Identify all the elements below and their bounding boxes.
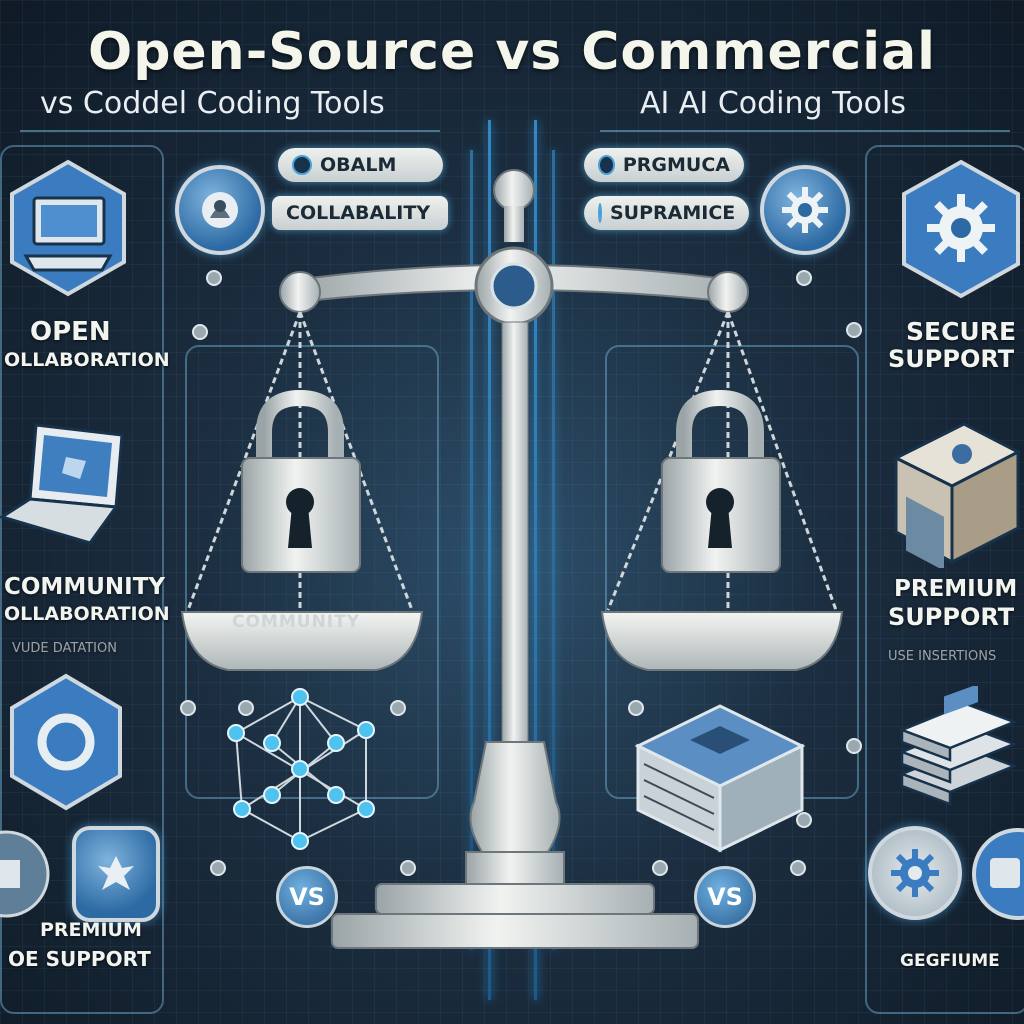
right-frame — [865, 145, 1024, 1014]
page-title: Open-Source vs Commercial — [87, 22, 936, 82]
premium-box-icon — [892, 422, 1022, 568]
connector-node — [400, 860, 416, 876]
glow-beam — [552, 150, 555, 950]
pill-dot-icon — [598, 203, 602, 223]
label-community: COMMUNITY — [4, 574, 166, 600]
label-small-right: USE INSERTIONS — [888, 649, 997, 664]
connector-node — [210, 860, 226, 876]
pill-collabality: COLLABALITY — [272, 196, 448, 230]
glow-beam — [488, 120, 491, 1000]
figure-badge-icon — [72, 826, 160, 922]
shield-badge-icon — [972, 828, 1024, 920]
glow-beam — [534, 120, 537, 1000]
monitor-hex-icon — [10, 159, 126, 297]
label-small-left: VUDE DATATION — [12, 641, 117, 656]
connector-node — [796, 812, 812, 828]
pill-supramice-label: SUPRAMICE — [610, 202, 736, 224]
hex-ring-icon — [10, 673, 122, 811]
pill-collabality-label: COLLABALITY — [286, 202, 431, 224]
connector-node — [180, 700, 196, 716]
pan-label-community: COMMUNITY — [232, 612, 361, 632]
gear-badge-icon — [0, 830, 50, 918]
secure-hex-icon — [902, 159, 1020, 299]
left-frame — [0, 145, 164, 1014]
laptop-icon — [0, 423, 124, 545]
connector-node — [192, 324, 208, 340]
pill-obalm: OBALM — [278, 148, 443, 182]
connector-node — [628, 700, 644, 716]
label-support: SUPPORT — [888, 345, 1015, 373]
connector-node — [790, 860, 806, 876]
pill-prgmuca: PRGMUCA — [584, 148, 744, 182]
stack-icon — [898, 686, 1018, 806]
gear-badge-icon — [760, 165, 850, 255]
gear-round-icon — [868, 826, 962, 920]
connector-node — [846, 738, 862, 754]
balance-scale-icon — [180, 169, 844, 949]
connector-node — [390, 700, 406, 716]
pill-supramice: SUPRAMICE — [584, 196, 749, 230]
label-premium-support-left: OE SUPPORT — [8, 947, 151, 971]
glow-beam — [470, 150, 473, 950]
connector-node — [238, 700, 254, 716]
vs-badge-left: VS — [276, 866, 338, 928]
label-open: OPEN — [30, 317, 111, 347]
pill-dot-icon — [292, 155, 312, 175]
label-secure: SECURE — [906, 317, 1017, 346]
label-bottom-right: GEGFIUME — [900, 951, 1000, 971]
connector-node — [846, 322, 862, 338]
connector-node — [796, 270, 812, 286]
pill-prgmuca-label: PRGMUCA — [622, 154, 730, 176]
server-box-icon — [634, 704, 806, 853]
subtitle-right: AI AI Coding Tools — [640, 86, 906, 121]
label-premium-left: PREMIUM — [40, 919, 142, 941]
header-divider — [20, 130, 440, 132]
pill-obalm-label: OBALM — [320, 154, 397, 176]
label-premium-support-right: SUPPORT — [888, 603, 1015, 631]
header-divider — [600, 130, 1010, 132]
label-collaboration: OLLABORATION — [4, 349, 170, 371]
label-community-collaboration: OLLABORATION — [4, 603, 170, 625]
label-premium-right: PREMIUM — [894, 576, 1018, 602]
connector-node — [652, 860, 668, 876]
subtitle-left: vs Coddel Coding Tools — [40, 86, 385, 121]
connector-node — [206, 270, 222, 286]
center-left-frame — [185, 345, 439, 799]
pill-dot-icon — [598, 155, 615, 175]
network-graph-icon — [227, 688, 375, 850]
community-badge-icon — [175, 165, 265, 255]
vs-badge-right: VS — [694, 866, 756, 928]
